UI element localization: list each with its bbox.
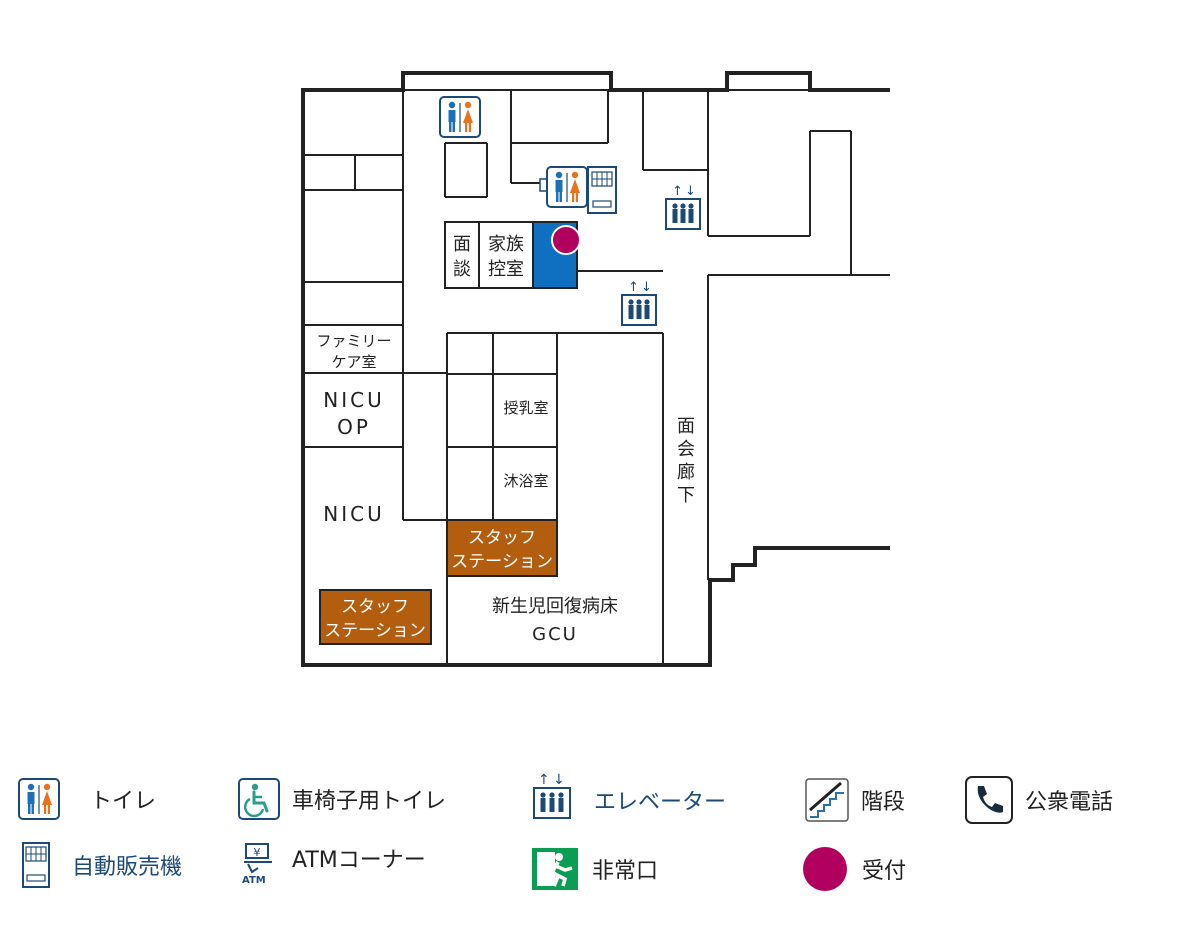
room-mendan-1: 面 [453, 234, 471, 255]
wheelchair-icon [238, 778, 280, 820]
phone-icon [965, 776, 1013, 824]
atm-icon: ¥ ATM [240, 842, 276, 894]
legend-wheelchair-toilet-label: 車椅子用トイレ [292, 789, 447, 814]
elevator-icon: ↑ ↓ [533, 772, 571, 819]
room-kazoku-2: 控室 [488, 259, 524, 280]
emergency-exit-icon [532, 848, 578, 890]
elevator-icon-bottom: ↑ ↓ [621, 280, 657, 326]
legend-elevator: ↑ ↓ エレベーター [532, 770, 726, 820]
legend-public-phone: 公衆電話 [965, 776, 1113, 824]
reception-dot-icon [803, 847, 847, 891]
svg-text:↓: ↓ [641, 280, 652, 295]
toilet-icon [18, 778, 60, 820]
interior-walls [303, 89, 890, 663]
floor-map: 面 談 家族 控室 ファミリー ケア室 NICU OP NICU 授乳室 沐浴室… [301, 71, 890, 667]
legend-toilet: トイレ [18, 778, 156, 820]
legend-reception-label: 受付 [862, 859, 907, 884]
legend-wheelchair-toilet: 車椅子用トイレ [238, 778, 446, 820]
legend-emergency-exit: 非常口 [532, 848, 658, 890]
staff-station-center-label-2: ステーション [451, 552, 553, 572]
corridor-char-3: 廊 [677, 462, 695, 483]
legend-vending-label: 自動販売機 [72, 855, 183, 880]
room-junyu: 授乳室 [503, 399, 548, 417]
room-gcu-2: GCU [532, 624, 578, 645]
corridor-char-4: 下 [677, 485, 695, 506]
corridor-char-2: 会 [677, 439, 695, 460]
staff-station-left-label-1: スタッフ [341, 597, 409, 617]
outer-walls [301, 71, 890, 667]
staff-station-left-label-2: ステーション [324, 621, 426, 641]
legend-atm: ¥ ATM ATMコーナー [240, 842, 426, 894]
room-family-care-2: ケア室 [331, 353, 376, 371]
room-gcu-1: 新生児回復病床 [492, 596, 618, 617]
legend-atm-label: ATMコーナー [292, 848, 426, 873]
svg-text:↓: ↓ [685, 184, 696, 199]
stairs-icon [805, 778, 849, 822]
staff-station-center-label-1: スタッフ [468, 528, 536, 548]
legend-public-phone-label: 公衆電話 [1025, 790, 1114, 815]
legend-toilet-label: トイレ [90, 789, 157, 814]
corridor-char-1: 面 [677, 416, 695, 437]
staff-station-center [446, 519, 558, 577]
room-mokuyoku: 沐浴室 [503, 472, 548, 490]
room-kazoku-1: 家族 [488, 234, 524, 255]
svg-text:↑: ↑ [628, 280, 639, 295]
vending-machine-icon [22, 842, 50, 888]
corridor-label: 面 会 廊 下 [677, 416, 695, 506]
room-mendan-2: 談 [453, 259, 471, 280]
vending-machine-icon [587, 166, 617, 214]
legend-elevator-label: エレベーター [594, 790, 727, 815]
staff-station-left [319, 589, 432, 645]
room-nicu-op-2: OP [337, 415, 371, 439]
svg-text:↓: ↓ [553, 772, 565, 788]
legend-stairs-label: 階段 [861, 790, 906, 815]
legend-stairs: 階段 [805, 778, 905, 822]
legend-vending: 自動販売機 [22, 842, 182, 888]
room-nicu-op-1: NICU [323, 388, 384, 412]
legend-reception: 受付 [802, 846, 906, 892]
toilet-icon [439, 96, 481, 138]
elevator-icon-top: ↑ ↓ [665, 184, 701, 230]
legend-emergency-exit-label: 非常口 [592, 859, 659, 884]
atm-machine-icon: ¥ [244, 843, 272, 874]
toilet-cluster-icon [539, 166, 588, 208]
atm-icon-text: ATM [242, 875, 266, 886]
svg-text:¥: ¥ [254, 846, 261, 859]
room-nicu: NICU [323, 502, 384, 526]
svg-text:↑: ↑ [672, 184, 683, 199]
reception-marker [551, 225, 581, 255]
svg-text:↑: ↑ [538, 772, 550, 788]
room-family-care-1: ファミリー [316, 332, 391, 350]
